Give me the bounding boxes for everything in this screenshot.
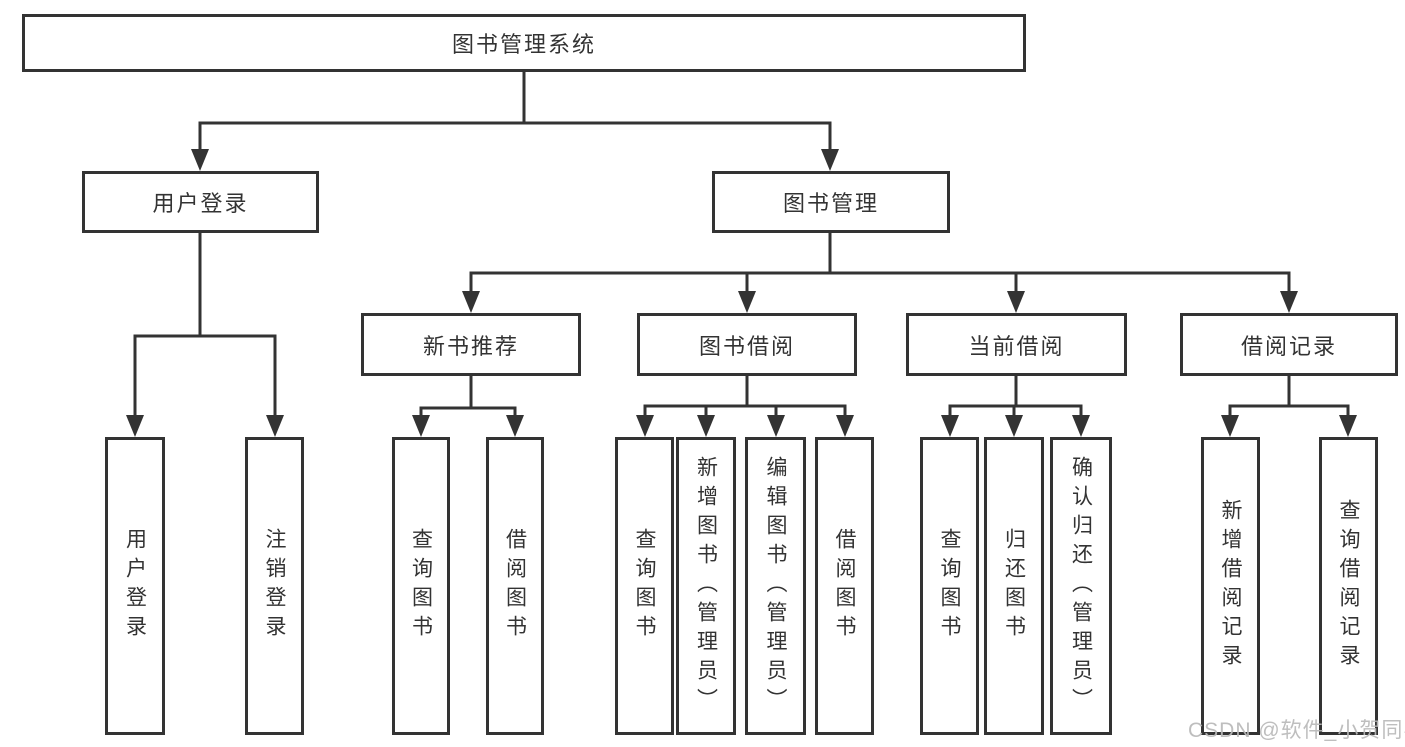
leaf-query-book-current: 查询图书	[920, 437, 979, 735]
leaf-add-borrow-record-label: 新增借阅记录	[1219, 499, 1242, 673]
node-book-borrow-label: 图书借阅	[698, 333, 795, 359]
node-current-borrow-label: 当前借阅	[968, 333, 1065, 359]
leaf-add-book-admin-label: 新增图书（管理员）	[694, 455, 718, 717]
leaf-borrow-book: 借阅图书	[815, 437, 874, 735]
node-new-book-recommend-label: 新书推荐	[422, 333, 519, 359]
leaf-borrow-book-recommend-label: 借阅图书	[503, 528, 527, 644]
leaf-user-login-label: 用户登录	[123, 528, 147, 644]
leaf-query-borrow-record: 查询借阅记录	[1319, 437, 1378, 735]
node-current-borrow: 当前借阅	[906, 313, 1127, 376]
leaf-logout-label: 注销登录	[263, 528, 286, 644]
node-book-management: 图书管理	[712, 171, 950, 233]
node-book-borrow: 图书借阅	[637, 313, 857, 376]
leaf-borrow-book-recommend: 借阅图书	[486, 437, 544, 735]
node-borrow-records: 借阅记录	[1180, 313, 1398, 376]
node-root-label: 图书管理系统	[451, 32, 596, 57]
leaf-query-book-recommend: 查询图书	[392, 437, 450, 735]
leaf-edit-book-admin-label: 编辑图书（管理员）	[764, 455, 787, 717]
node-user-login-label: 用户登录	[152, 191, 249, 216]
leaf-return-book: 归还图书	[984, 437, 1044, 735]
leaf-add-book-admin: 新增图书（管理员）	[676, 437, 736, 735]
leaf-add-borrow-record: 新增借阅记录	[1201, 437, 1260, 735]
leaf-return-book-label: 归还图书	[1002, 528, 1026, 644]
node-root: 图书管理系统	[22, 14, 1026, 72]
leaf-query-borrow-record-label: 查询借阅记录	[1337, 499, 1360, 673]
leaf-confirm-return-admin: 确认归还（管理员）	[1050, 437, 1112, 735]
csdn-watermark: CSDN @软件_小贺同学	[1188, 719, 1405, 742]
leaf-query-book-recommend-label: 查询图书	[409, 528, 433, 644]
leaf-query-book-borrow: 查询图书	[615, 437, 674, 735]
arrowhead-icons	[126, 149, 1357, 437]
leaf-edit-book-admin: 编辑图书（管理员）	[745, 437, 806, 735]
leaf-confirm-return-admin-label: 确认归还（管理员）	[1069, 455, 1093, 717]
node-borrow-records-label: 借阅记录	[1240, 333, 1337, 359]
leaf-user-login: 用户登录	[105, 437, 165, 735]
node-user-login: 用户登录	[82, 171, 319, 233]
leaf-logout: 注销登录	[245, 437, 304, 735]
leaf-query-book-current-label: 查询图书	[938, 528, 961, 644]
leaf-query-book-borrow-label: 查询图书	[633, 528, 656, 644]
leaf-borrow-book-label: 借阅图书	[833, 528, 856, 644]
node-new-book-recommend: 新书推荐	[361, 313, 581, 376]
node-book-management-label: 图书管理	[782, 191, 879, 216]
